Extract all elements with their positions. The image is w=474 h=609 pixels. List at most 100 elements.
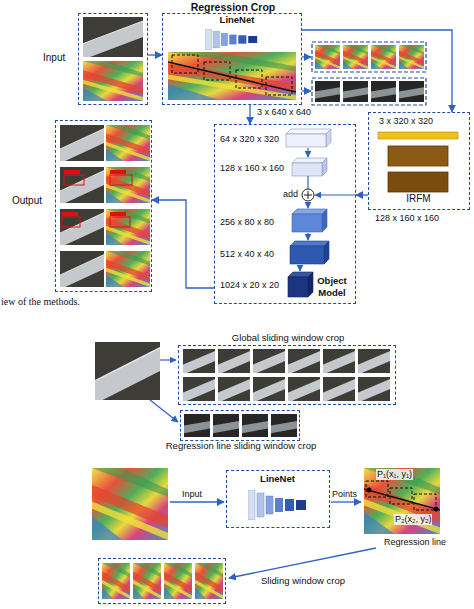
group-heading: Sliding window crop — [261, 575, 371, 587]
flow-arrow — [160, 359, 176, 360]
network-name: LineNet — [227, 473, 328, 485]
crop-group: Regression line sliding window crop — [180, 410, 300, 441]
network-icon — [248, 490, 306, 520]
layer-block — [292, 158, 327, 176]
tensor-size: 512 x 40 x 40 — [220, 249, 274, 260]
model-box: Object Model — [214, 124, 356, 304]
flow-arrow — [170, 501, 224, 502]
crop-tile — [183, 377, 215, 403]
crop-tile — [358, 377, 390, 403]
thermal-image — [106, 167, 150, 203]
flow-arrow — [302, 90, 311, 91]
network-label: LineNet — [207, 14, 267, 28]
thermal-crop — [133, 563, 161, 599]
add-symbol — [302, 189, 314, 201]
crop-tile — [323, 349, 355, 375]
detection-tag — [110, 170, 126, 174]
thermal-crop — [315, 45, 340, 69]
crop-tile — [213, 414, 239, 437]
connector-arrow — [148, 54, 162, 55]
output-group: Output — [55, 120, 152, 292]
point-marker — [367, 488, 372, 493]
thermal-crop — [195, 563, 223, 599]
crop-tile — [218, 377, 250, 403]
crop-window — [266, 77, 292, 95]
flow-arrow — [299, 265, 300, 271]
irfm-block — [388, 146, 448, 166]
crop-tile — [288, 377, 320, 403]
crop-group: Global sliding window crop — [178, 345, 396, 405]
detection-box — [110, 217, 130, 227]
detection-box — [64, 175, 84, 185]
operation-label: add — [283, 189, 298, 200]
thermal-image — [106, 209, 150, 245]
flow-line — [307, 176, 308, 189]
tensor-size: 128 x 160 x 160 — [220, 163, 284, 174]
network-box: LineNet — [226, 470, 330, 528]
detection-tag — [64, 170, 80, 174]
layer-block — [288, 272, 313, 297]
thermal-image — [106, 125, 150, 161]
crop-group: Sliding window crop — [98, 558, 226, 604]
layer-block — [286, 129, 331, 147]
network-icon — [205, 29, 257, 50]
tensor-size: 1024 x 20 x 20 — [220, 280, 279, 291]
crop-strip-frame — [312, 78, 426, 105]
panel-photo — [60, 125, 104, 163]
visible-crop — [371, 81, 396, 102]
figure-caption: iew of the methods. — [1, 296, 80, 308]
flow-arrow — [331, 501, 361, 502]
group-heading: Input — [43, 52, 77, 65]
edge-label: 128 x 160 x 160 — [374, 213, 440, 224]
flow-arrow — [315, 194, 356, 195]
crop-tile — [184, 414, 210, 437]
panel-photo — [83, 17, 143, 60]
crop-tile — [253, 377, 285, 403]
edge-label: 3 x 320 x 320 — [378, 116, 434, 127]
crop-tile — [242, 414, 268, 437]
thermal-crop — [371, 45, 396, 69]
crop-window — [390, 488, 412, 504]
group-heading: Regression line sliding window crop — [131, 440, 351, 452]
regression-line — [364, 489, 440, 510]
detection-tag — [110, 212, 126, 216]
connector-arrow — [152, 200, 214, 288]
input-group: Input — [78, 13, 148, 105]
layer-block — [290, 241, 329, 264]
thermal-image — [168, 52, 296, 100]
network-name: LineNet — [207, 14, 267, 26]
crop-window — [172, 55, 198, 73]
crop-tile — [288, 349, 320, 375]
flow-arrow — [229, 548, 376, 578]
group-heading: Global sliding window crop — [169, 332, 407, 344]
point-label: P₂(x₂, y₂) — [394, 514, 432, 525]
crop-tile — [358, 349, 390, 375]
thermal-image — [364, 468, 440, 534]
thermal-crop — [102, 563, 130, 599]
irfm-block — [388, 172, 448, 192]
thermal-image — [92, 468, 168, 540]
flow-arrow — [307, 202, 308, 208]
flow-label: Input — [182, 489, 202, 500]
crop-group: Regression CropLineNet — [162, 13, 302, 105]
thermal-image — [106, 251, 150, 287]
point-label: P₁(x₁, y₁) — [376, 469, 413, 480]
visible-crop — [343, 81, 368, 102]
flow-arrow — [307, 233, 308, 240]
module-name: Object Model — [311, 275, 353, 299]
detection-tag — [62, 212, 78, 216]
detection-box — [110, 175, 132, 185]
panel-photo — [60, 251, 104, 289]
tensor-size: 64 x 320 x 320 — [220, 134, 279, 145]
panel-photo — [95, 342, 160, 404]
crop-tile — [271, 414, 297, 437]
edge-label: 3 x 640 x 640 — [256, 107, 312, 118]
irfm-bar — [378, 132, 458, 139]
tensor-size: 256 x 80 x 80 — [220, 217, 274, 228]
layer-block — [292, 209, 327, 232]
flow-arrow — [302, 56, 311, 57]
crop-tile — [323, 377, 355, 403]
module-name: IRFM — [369, 193, 468, 206]
visible-crop — [315, 81, 340, 102]
crop-strip-frame — [312, 42, 426, 72]
